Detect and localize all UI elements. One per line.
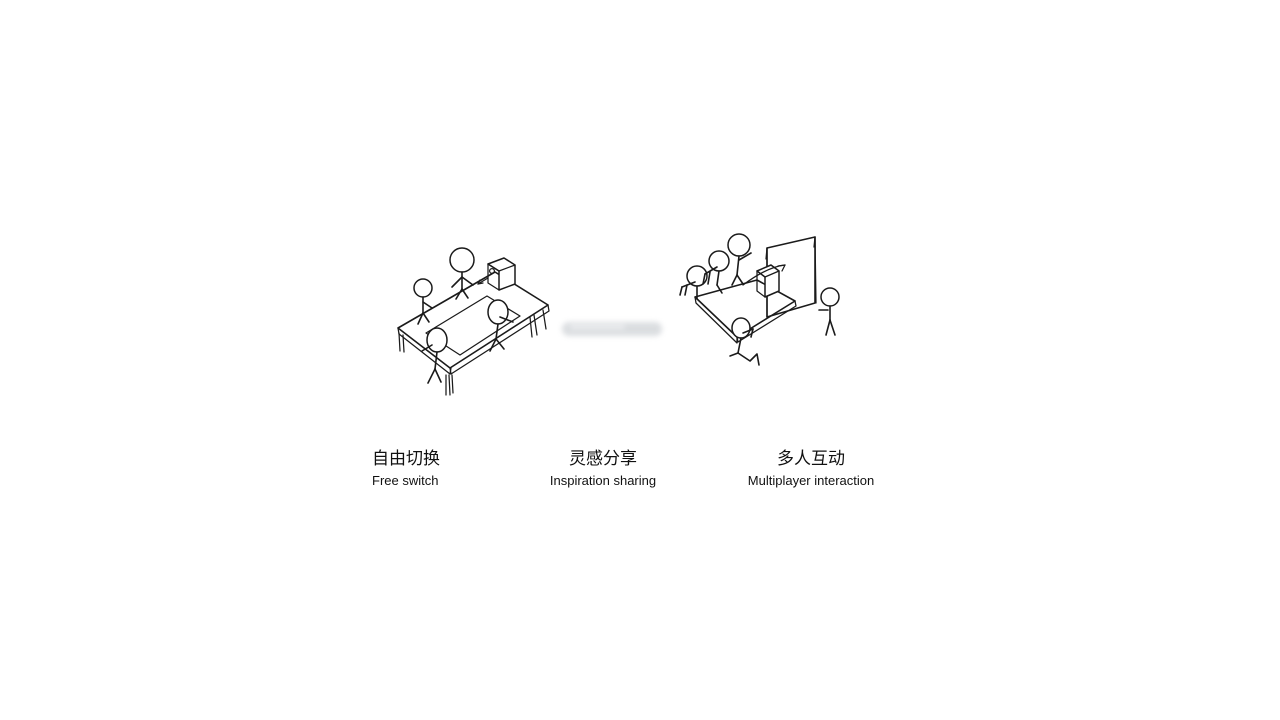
caption-title-cn: 多人互动 <box>776 449 845 468</box>
illustration-stage <box>380 225 860 396</box>
stick-figure-standing-left <box>413 278 433 325</box>
pointer-arrow <box>742 264 786 286</box>
progress-pill[interactable] <box>562 322 662 336</box>
pointer-arrow <box>477 277 489 285</box>
table-legs <box>398 309 547 396</box>
caption-title-cn: 自由切换 <box>372 449 440 468</box>
stick-figure-left-seated <box>679 265 708 300</box>
stick-figure-left-standing <box>702 250 730 294</box>
presentation-room-sketch <box>675 225 860 395</box>
caption-title-en: Inspiration sharing <box>549 473 657 488</box>
caption-inspiration-sharing: 灵感分享 Inspiration sharing <box>550 448 656 490</box>
stick-figure-front-raising-hand <box>729 317 760 366</box>
table-top-outline <box>694 279 797 344</box>
caption-free-switch: 自由切换 Free switch <box>372 448 440 490</box>
caption-title-en: Free switch <box>372 473 439 488</box>
stick-figure-presenter-right <box>818 287 840 336</box>
stick-figure-seated-right <box>487 299 514 352</box>
stick-figure-seated-front <box>421 327 448 384</box>
meeting-table-sketch <box>380 225 560 396</box>
caption-title-en: Multiplayer interaction <box>747 473 875 488</box>
stick-figure-center-standing <box>727 233 752 286</box>
table-inner-display <box>425 295 521 356</box>
caption-row: 自由切换 Free switch 灵感分享 Inspiration sharin… <box>0 448 1280 500</box>
caption-multiplayer-interaction: 多人互动 Multiplayer interaction <box>748 448 874 490</box>
table-monitor <box>487 257 516 291</box>
stick-figure-standing-center <box>449 247 475 300</box>
caption-title-cn: 灵感分享 <box>568 449 637 468</box>
